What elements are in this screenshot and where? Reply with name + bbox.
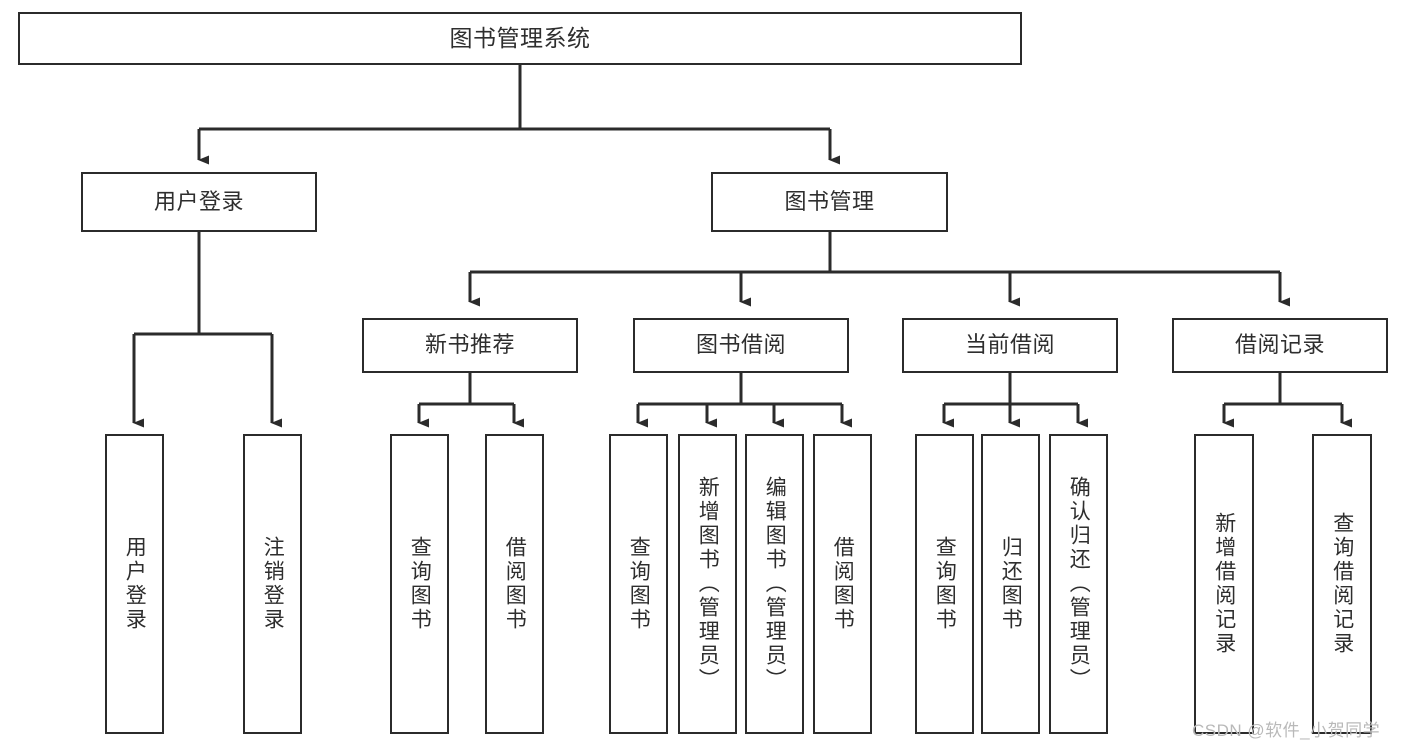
node-label: 查询图书 [408,536,432,632]
node-label: 编辑图书（管理员） [763,476,787,692]
node-label: 图书借阅 [695,332,786,358]
node-leaf-borrow-book-1[interactable]: 借阅图书 [485,434,544,734]
node-label: 确认归还（管理员） [1067,476,1091,692]
node-label: 查询图书 [933,536,957,632]
node-label: 查询图书 [627,536,651,632]
node-leaf-edit-book[interactable]: 编辑图书（管理员） [745,434,804,734]
node-leaf-add-record[interactable]: 新增借阅记录 [1194,434,1254,734]
node-label: 当前借阅 [964,332,1055,358]
node-book-management[interactable]: 图书管理 [711,172,948,232]
node-leaf-query-book-2[interactable]: 查询图书 [609,434,668,734]
node-label: 图书管理系统 [449,24,591,51]
node-label: 借阅记录 [1234,332,1325,358]
node-label: 新书推荐 [424,332,515,358]
node-label: 查询借阅记录 [1330,512,1354,656]
node-leaf-query-book-1[interactable]: 查询图书 [390,434,449,734]
node-leaf-query-book-3[interactable]: 查询图书 [915,434,974,734]
node-label: 借阅图书 [831,536,855,632]
node-book-borrow[interactable]: 图书借阅 [633,318,849,373]
node-label: 归还图书 [999,536,1023,632]
node-label: 用户登录 [153,188,244,214]
node-new-book-recommend[interactable]: 新书推荐 [362,318,578,373]
node-leaf-query-record[interactable]: 查询借阅记录 [1312,434,1372,734]
node-leaf-return-book[interactable]: 归还图书 [981,434,1040,734]
node-label: 注销登录 [261,536,285,632]
node-label: 新增借阅记录 [1212,512,1236,656]
node-leaf-borrow-book-2[interactable]: 借阅图书 [813,434,872,734]
node-leaf-add-book[interactable]: 新增图书（管理员） [678,434,737,734]
node-borrow-record[interactable]: 借阅记录 [1172,318,1388,373]
node-leaf-user-login[interactable]: 用户登录 [105,434,164,734]
node-leaf-confirm-return[interactable]: 确认归还（管理员） [1049,434,1108,734]
node-user-login[interactable]: 用户登录 [81,172,317,232]
node-book-management-system[interactable]: 图书管理系统 [18,12,1022,65]
node-label: 新增图书（管理员） [696,476,720,692]
node-leaf-logout-login[interactable]: 注销登录 [243,434,302,734]
node-current-borrow[interactable]: 当前借阅 [902,318,1118,373]
node-label: 图书管理 [784,188,875,214]
node-label: 借阅图书 [503,536,527,632]
node-label: 用户登录 [123,536,147,632]
